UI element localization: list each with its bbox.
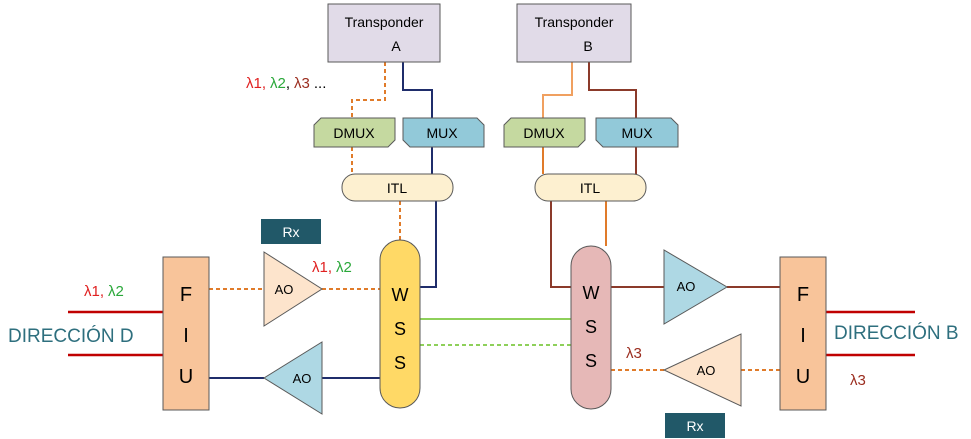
lambda-2-mid: λ2 [336, 259, 352, 276]
lambda-3-top: λ3 [294, 75, 310, 92]
rx-right-label: Rx [686, 418, 703, 434]
ao-right-upper: AO [663, 249, 728, 325]
ao-left-upper: AO [263, 251, 323, 327]
ellipsis: ... [314, 75, 327, 92]
fiu-left-letter-3: U [179, 366, 193, 388]
fiu-right-letter-3: U [796, 366, 810, 388]
dmux-left: DMUX [313, 117, 396, 148]
ao-right-lower-label: AO [697, 363, 716, 378]
fiu-right: F I U [779, 256, 827, 411]
comma-2: , [286, 75, 290, 92]
mux-left-label: MUX [426, 125, 458, 141]
wss-left-letter-2: S [394, 319, 406, 339]
link-itl-wss-right-brown [550, 201, 571, 288]
itl-left-label: ITL [387, 180, 407, 196]
wss-left: W S S [379, 239, 421, 409]
ao-right-lower: AO [662, 333, 742, 407]
mux-right-label: MUX [621, 125, 653, 141]
itl-left: ITL [341, 173, 454, 202]
link-transponder-a-mux [402, 62, 433, 118]
lambda-1-left: λ1 [84, 283, 100, 300]
fiu-right-letter-1: F [797, 284, 809, 306]
rx-right: Rx [665, 413, 725, 438]
fiu-left-letter-1: F [180, 284, 192, 306]
connection-lines [68, 62, 915, 379]
wss-right-letter-3: S [585, 351, 597, 371]
ao-left-lower-label: AO [293, 371, 312, 386]
fiu-right-letter-2: I [800, 325, 806, 347]
lambda-2-left: λ2 [108, 283, 124, 300]
transponder-b-title: Transponder [535, 14, 614, 30]
transponder-a: Transponder A [327, 3, 441, 63]
rx-left-label: Rx [282, 224, 299, 240]
wss-right-letter-2: S [585, 317, 597, 337]
mux-left: MUX [402, 117, 485, 148]
comma-1: , [262, 75, 266, 92]
wss-right: W S S [570, 245, 612, 410]
fiu-left-letter-2: I [183, 325, 189, 347]
lambda-1-mid: λ1 [312, 259, 328, 276]
link-transponder-a-dmux [351, 62, 386, 118]
direction-left-label: DIRECCIÓN D [8, 325, 134, 347]
comma-mid: , [328, 259, 332, 276]
fiu-left: F I U [162, 256, 210, 411]
transponder-b: Transponder B [516, 3, 632, 63]
ao-left-upper-label: AO [275, 282, 294, 297]
lambda-1-top: λ1 [246, 75, 262, 92]
lambda-list-ao-wss: λ1,λ2 [312, 259, 352, 276]
itl-right: ITL [534, 173, 647, 202]
lambda-3-wss-right: λ3 [626, 345, 642, 362]
rx-left: Rx [261, 219, 321, 244]
transponder-b-id: B [583, 38, 592, 54]
comma-left: , [100, 283, 104, 300]
ao-left-lower: AO [263, 341, 323, 415]
wss-left-letter-3: S [394, 353, 406, 373]
wss-left-letter-1: W [392, 285, 409, 305]
dmux-right-label: DMUX [523, 125, 565, 141]
transponder-a-title: Transponder [345, 14, 424, 30]
ao-right-upper-label: AO [677, 279, 696, 294]
link-transponder-b-dmux [542, 62, 573, 118]
link-itl-wss-left-navy [420, 201, 437, 288]
dmux-right: DMUX [503, 117, 586, 148]
wss-right-letter-1: W [583, 283, 600, 303]
lambda-list-left-fiber: λ1,λ2 [84, 283, 124, 300]
link-transponder-b-mux [588, 62, 637, 118]
itl-right-label: ITL [580, 180, 600, 196]
lambda-list-top: λ1,λ2,λ3... [246, 75, 326, 92]
direction-right-label: DIRECCIÓN B [834, 322, 959, 344]
dmux-left-label: DMUX [333, 125, 375, 141]
mux-right: MUX [595, 117, 679, 148]
lambda-2-top: λ2 [270, 75, 286, 92]
lambda-3-fiber-right: λ3 [850, 372, 866, 389]
transponder-a-id: A [391, 38, 401, 54]
